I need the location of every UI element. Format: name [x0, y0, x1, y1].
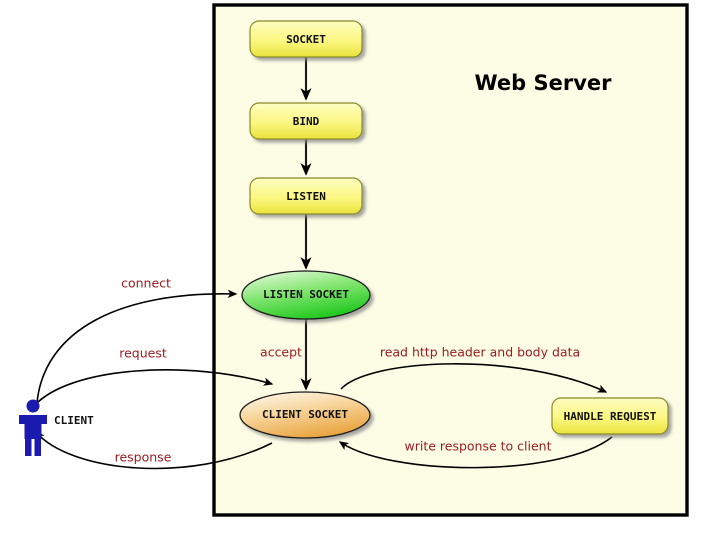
actor-client[interactable]: CLIENT: [19, 399, 94, 457]
edge-label-write-response: write response to client: [404, 439, 551, 454]
edge-label-request: request: [119, 346, 167, 361]
node-bind-label: BIND: [293, 115, 320, 128]
edge-label-accept: accept: [260, 345, 302, 360]
edge-connect: [36, 289, 238, 404]
node-socket-label: SOCKET: [286, 33, 326, 46]
edge-label-read-http: read http header and body data: [380, 345, 580, 360]
web-server-panel-title: Web Server: [474, 71, 612, 95]
node-client-socket[interactable]: CLIENT SOCKET: [239, 391, 371, 439]
node-socket[interactable]: SOCKET: [249, 20, 363, 58]
edge-request: [33, 369, 274, 407]
actor-leg-left-icon: [25, 438, 32, 456]
edge-write-response: [338, 436, 613, 469]
node-listen-socket[interactable]: LISTEN SOCKET: [241, 270, 371, 320]
actor-arms-icon: [19, 415, 47, 424]
edge-read-http: [340, 363, 608, 393]
actor-leg-right-icon: [34, 438, 41, 456]
edge-response: [35, 430, 273, 470]
node-client-socket-label: CLIENT SOCKET: [262, 408, 348, 421]
node-handle-request[interactable]: HANDLE REQUEST: [551, 397, 669, 435]
actor-client-label: CLIENT: [54, 414, 94, 427]
node-listen-socket-label: LISTEN SOCKET: [263, 288, 349, 301]
node-handle-request-label: HANDLE REQUEST: [564, 410, 657, 423]
node-listen-label: LISTEN: [286, 190, 326, 203]
edge-label-response: response: [115, 450, 172, 465]
node-listen[interactable]: LISTEN: [249, 177, 363, 215]
actor-head-icon: [26, 399, 40, 413]
node-bind[interactable]: BIND: [249, 102, 363, 140]
edge-label-connect: connect: [121, 276, 171, 291]
